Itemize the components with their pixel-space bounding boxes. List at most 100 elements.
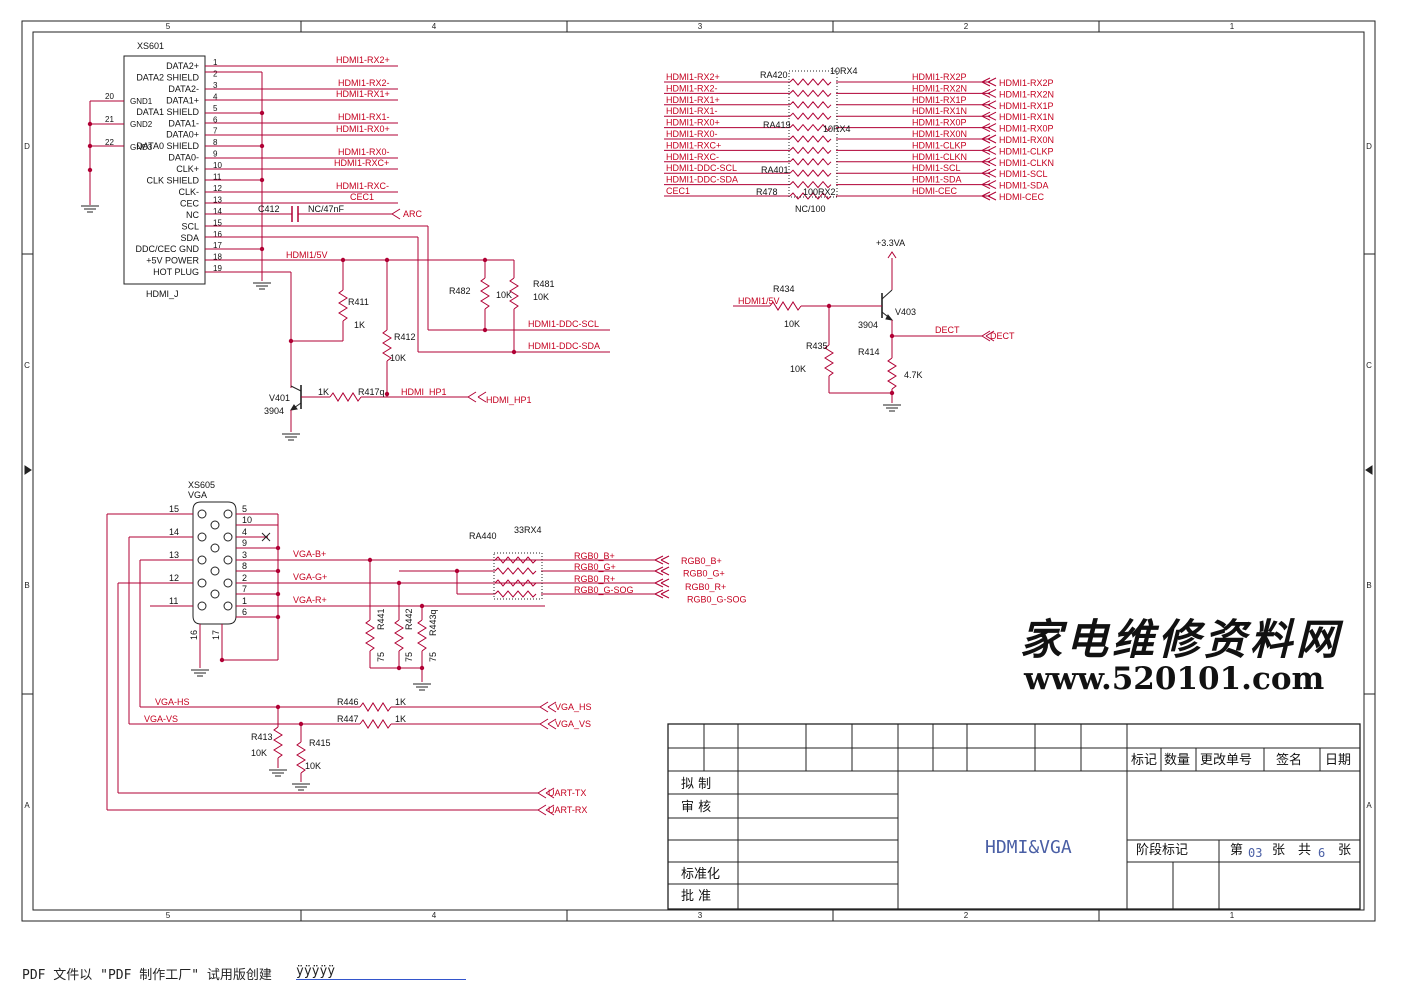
resistor-ref: R447 bbox=[337, 714, 359, 724]
tb-header: 日期 bbox=[1325, 753, 1351, 768]
ra-resistor bbox=[789, 78, 832, 86]
hdmi-pin-number: 10 bbox=[213, 161, 222, 170]
v403-labels: +3.3VA V403 3904 R434 10K R435 10K R414 … bbox=[738, 238, 1015, 380]
hdmi-pin-number: 18 bbox=[213, 253, 222, 262]
ground-symbol bbox=[80, 205, 100, 213]
hdmi-pin-number: 17 bbox=[213, 241, 222, 250]
ground-symbol bbox=[252, 282, 272, 290]
port-label: HDMI1-RX1P bbox=[999, 101, 1054, 111]
vga-pin-number: 16 bbox=[189, 630, 199, 640]
tb-row-label: 批 准 bbox=[681, 889, 711, 904]
net-label: HDMI1-RX1N bbox=[912, 106, 967, 116]
port-label: HDMI1-CLKN bbox=[999, 158, 1054, 168]
footer-link[interactable]: ÿÿÿÿÿ bbox=[296, 964, 466, 980]
hdmi-pin-number: 13 bbox=[213, 195, 222, 204]
ground-symbol bbox=[291, 783, 311, 791]
v403-circuit bbox=[733, 251, 995, 403]
resistor-ref: R413 bbox=[251, 732, 273, 742]
transistor-ref: V401 bbox=[269, 393, 290, 403]
net-label: HDMI1-RX0P bbox=[912, 118, 967, 128]
resistor-value: 75 bbox=[428, 652, 438, 662]
resistor-value: 10K bbox=[790, 364, 806, 374]
tb-header: 签名 bbox=[1276, 752, 1302, 768]
vga-pin-number: 9 bbox=[242, 538, 247, 548]
port-label: HDMI1-CLKP bbox=[999, 146, 1054, 156]
hdmi-pin-number: 11 bbox=[213, 173, 222, 182]
port-arrow bbox=[654, 589, 670, 599]
vga-pin-number: 8 bbox=[242, 561, 247, 571]
hdmi-ground-wiring bbox=[89, 100, 124, 205]
vga-pin-socket bbox=[210, 566, 220, 576]
net-label: DECT bbox=[935, 325, 960, 335]
port-arrow bbox=[981, 123, 997, 133]
tb-row-label: 审 核 bbox=[681, 800, 711, 815]
port-label: HDMI_HP1 bbox=[486, 395, 532, 405]
port-arrow bbox=[654, 555, 670, 565]
net-label: ARC bbox=[403, 209, 423, 219]
ra-value: 10RX4 bbox=[823, 124, 851, 134]
ra-outline bbox=[788, 70, 838, 198]
port-label: HDMI1-SDA bbox=[999, 181, 1049, 191]
resistor-ref: R411 bbox=[348, 297, 369, 307]
frame-col-bottom: 5 bbox=[166, 911, 171, 920]
transistor-part: 3904 bbox=[858, 320, 878, 330]
resistor-value: 10K bbox=[784, 319, 800, 329]
drawing-frame bbox=[21, 20, 1376, 922]
net-label: HDMI1-CLKN bbox=[912, 152, 967, 162]
ra-resistor bbox=[789, 169, 832, 177]
gnd-pin-label: GND2 bbox=[130, 120, 153, 129]
port-label: HDMI-CEC bbox=[999, 192, 1044, 202]
frame-col-top: 3 bbox=[698, 22, 703, 31]
resistor-ref: R441 bbox=[376, 608, 386, 630]
hdmi-pin-number: 19 bbox=[213, 264, 222, 273]
ra-ref: RA401 bbox=[761, 165, 789, 175]
port-label: HDMI1-RX0P bbox=[999, 124, 1054, 134]
vga-pin-number: 1 bbox=[242, 596, 247, 606]
supply-label: +3.3VA bbox=[876, 238, 905, 248]
hdmi-pin-number: 3 bbox=[213, 81, 218, 90]
resistor-ref: R443q bbox=[428, 609, 438, 636]
port-arrow bbox=[981, 111, 997, 121]
gnd-pin-number: 22 bbox=[105, 138, 114, 147]
vga-pin-socket bbox=[223, 555, 233, 565]
vga-connector: XS605 VGA bbox=[188, 480, 237, 625]
ra-value: 10RX4 bbox=[830, 66, 858, 76]
hdmi-pin-label: DATA0+ bbox=[166, 130, 199, 140]
vga-pin-socket bbox=[210, 520, 220, 530]
pullup-resistors bbox=[291, 260, 519, 394]
net-label: HDMI1-DDC-SDA bbox=[528, 341, 600, 351]
resistor-value: 1K bbox=[395, 697, 406, 707]
net-label: VGA-R+ bbox=[293, 595, 327, 605]
cap-value: NC/47nF bbox=[308, 204, 345, 214]
resistor-value: 10K bbox=[533, 292, 549, 302]
frame-col-top: 2 bbox=[964, 22, 969, 31]
resistor-ref: R482 bbox=[449, 286, 471, 296]
hdmi-pin-number: 14 bbox=[213, 207, 222, 216]
ra-ref: RA420 bbox=[760, 70, 788, 80]
frame-row-left: D bbox=[24, 142, 30, 151]
cap-ref: C412 bbox=[258, 204, 280, 214]
vga-pin-number: 14 bbox=[169, 527, 179, 537]
ra440-resistor-array: RGB0_B+RGB0_B+RGB0_G+RGB0_G+RGB0_R+RGB0_… bbox=[457, 551, 747, 605]
port-label: VGA_VS bbox=[555, 719, 591, 729]
hdmi-pin-label: DATA0- bbox=[168, 153, 199, 163]
tb-row-label: 标准化 bbox=[681, 867, 720, 882]
frame-row-left: C bbox=[24, 361, 30, 370]
ra-resistor bbox=[494, 579, 537, 587]
net-label: HDMI1-RXC+ bbox=[666, 140, 721, 150]
tb-sheet-mid: 张 bbox=[1272, 843, 1285, 858]
hdmi-pin-label: CLK- bbox=[178, 187, 199, 197]
resistor-ref: R478 bbox=[756, 187, 778, 197]
vga-pin-socket bbox=[210, 543, 220, 553]
hdmi-pin-number: 5 bbox=[213, 104, 218, 113]
resistor-value: 1K bbox=[318, 387, 329, 397]
vga-junctions bbox=[219, 545, 460, 727]
cap-labels: C412 NC/47nF bbox=[258, 204, 345, 214]
frame-col-bottom: 3 bbox=[698, 911, 703, 920]
frame-row-right: A bbox=[1366, 801, 1372, 810]
gnd-pin-label: GND3 bbox=[130, 143, 153, 152]
port-arrow bbox=[981, 157, 997, 167]
ra440-labels: RA440 33RX4 bbox=[469, 525, 542, 541]
vga-pin-socket bbox=[223, 509, 233, 519]
port-arrow bbox=[981, 180, 997, 190]
